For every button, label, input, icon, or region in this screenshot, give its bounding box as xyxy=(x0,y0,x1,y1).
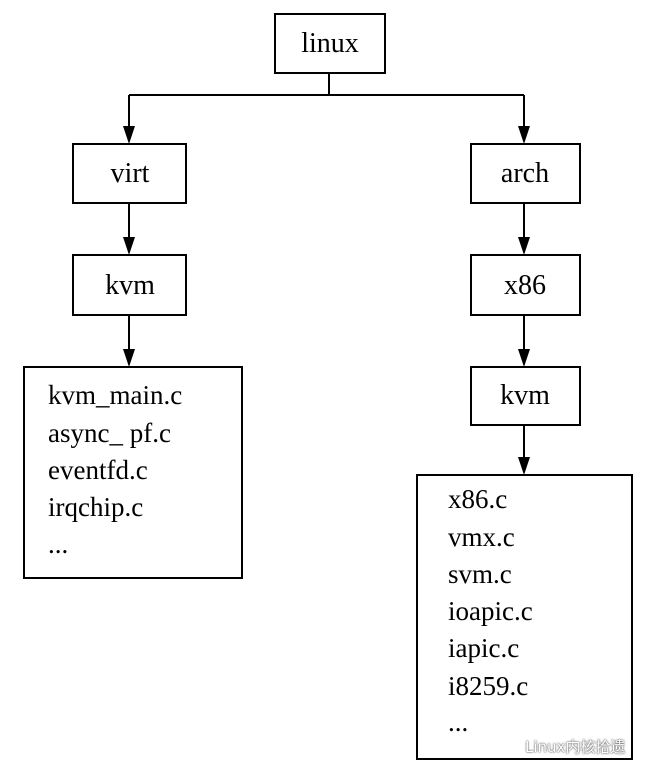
arrowhead-x86 xyxy=(518,237,530,255)
node-virt: virt xyxy=(72,143,187,204)
node-x86-label: x86 xyxy=(504,270,546,301)
node-linux-label: linux xyxy=(301,28,359,59)
right-file-4: ioapic.c xyxy=(448,596,533,626)
tree-edges xyxy=(123,73,530,475)
left-file-5: ... xyxy=(48,529,68,559)
node-linux: linux xyxy=(274,13,386,74)
node-right-kvm-label: kvm xyxy=(500,380,550,411)
node-arch-label: arch xyxy=(501,158,549,189)
right-file-list: x86.c vmx.c svm.c ioapic.c iapic.c i8259… xyxy=(416,474,633,760)
right-file-5: iapic.c xyxy=(448,633,519,663)
right-file-2: vmx.c xyxy=(448,522,515,552)
right-file-1: x86.c xyxy=(448,484,507,514)
left-file-3: eventfd.c xyxy=(48,455,148,485)
left-file-4: irqchip.c xyxy=(48,492,143,522)
arrowhead-arch xyxy=(518,126,530,144)
right-file-3: svm.c xyxy=(448,559,512,589)
arrowhead-virt xyxy=(123,126,135,144)
node-x86: x86 xyxy=(470,254,581,316)
node-arch: arch xyxy=(470,143,581,204)
right-file-6: i8259.c xyxy=(448,671,528,701)
arrowhead-left-kvm xyxy=(123,237,135,255)
node-left-kvm-label: kvm xyxy=(105,270,155,301)
arrowhead-left-files xyxy=(123,349,135,367)
node-left-kvm: kvm xyxy=(72,254,187,316)
node-right-kvm: kvm xyxy=(470,366,581,426)
watermark-text: Linux内核拾遗 xyxy=(525,737,626,756)
left-file-list: kvm_main.c async_ pf.c eventfd.c irqchip… xyxy=(23,366,243,579)
left-file-1: kvm_main.c xyxy=(48,380,182,410)
watermark: Linux内核拾遗 xyxy=(493,734,625,758)
arrowhead-right-files xyxy=(518,457,530,475)
right-file-7: ... xyxy=(448,707,468,737)
arrowhead-right-kvm xyxy=(518,349,530,367)
node-virt-label: virt xyxy=(111,158,150,189)
wechat-icon xyxy=(494,737,520,756)
left-file-2: async_ pf.c xyxy=(48,418,171,448)
